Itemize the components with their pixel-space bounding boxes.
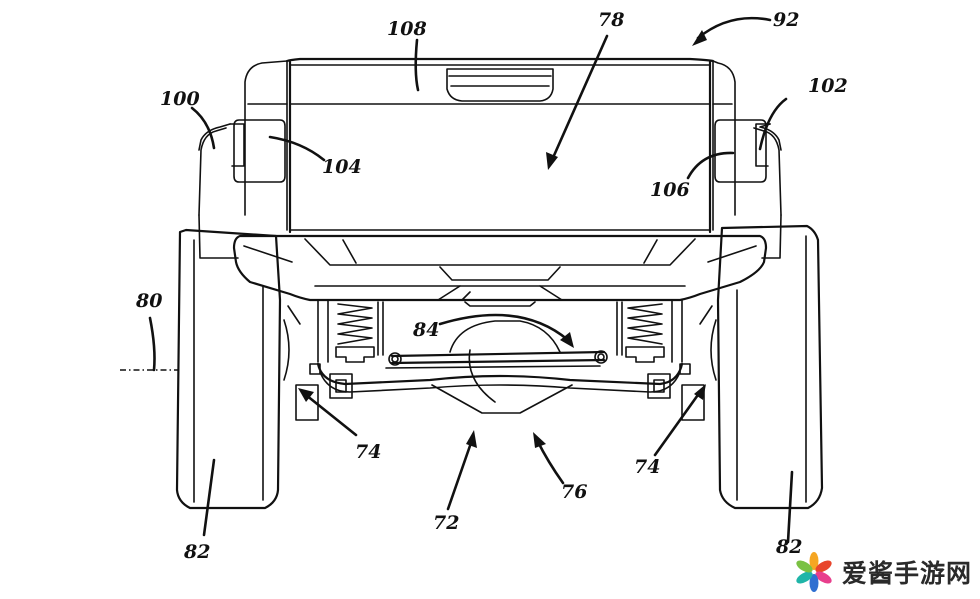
logo-petal bbox=[809, 574, 819, 592]
right-wheel bbox=[716, 224, 824, 510]
logo-petal bbox=[796, 571, 813, 584]
ref-74-left: 74 bbox=[355, 441, 381, 463]
ref-102: 102 bbox=[808, 75, 848, 97]
ref-78: 78 bbox=[598, 9, 624, 31]
logo-petal bbox=[815, 571, 832, 584]
ref-108: 108 bbox=[387, 18, 427, 40]
axle-assembly bbox=[283, 299, 717, 421]
ref-74-right: 74 bbox=[634, 456, 660, 478]
logo-petal bbox=[809, 552, 819, 570]
leader-lines bbox=[148, 16, 794, 544]
ref-106: 106 bbox=[650, 179, 690, 201]
ref-92: 92 bbox=[773, 9, 799, 31]
ref-104: 104 bbox=[322, 156, 362, 178]
flower-logo-icon bbox=[796, 552, 832, 592]
ref-80: 80 bbox=[135, 290, 162, 312]
rear-bumper bbox=[232, 234, 768, 307]
logo-petal bbox=[796, 560, 813, 573]
watermark-text: 爱酱手游网 bbox=[842, 559, 973, 588]
watermark: 爱酱手游网 bbox=[792, 550, 972, 594]
ref-82-right: 82 bbox=[775, 536, 802, 558]
ref-100: 100 bbox=[160, 88, 200, 110]
logo-petal bbox=[815, 560, 832, 573]
reference-numerals: 92 78 108 100 102 104 106 80 84 74 74 72… bbox=[135, 9, 848, 563]
truck-body bbox=[198, 57, 782, 259]
ref-84: 84 bbox=[412, 319, 439, 341]
left-wheel bbox=[175, 228, 282, 510]
ref-82-left: 82 bbox=[183, 541, 210, 563]
ref-76: 76 bbox=[561, 481, 587, 503]
ref-72: 72 bbox=[433, 512, 459, 534]
